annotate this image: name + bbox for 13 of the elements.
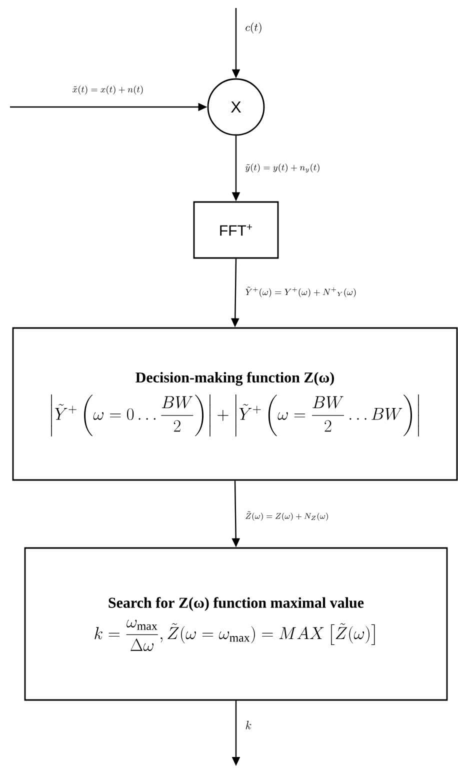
process-box: FFT$^{+}$: [193, 201, 279, 259]
edge-label: $\tilde{Z}(\omega)=Z(\omega)+N_{Z}(\omega)$: [246, 511, 328, 521]
process-box: [24, 547, 448, 701]
formula: $k=\frac{\omega_{\max}}{\Delta\omega},\tilde{Z}(\omega=\omega_{\max})=MAX\left[\tilde{Z}(\omega)\right]$: [94, 620, 375, 652]
edge-label: $k$: [246, 720, 252, 730]
edge-label: $\tilde{Y}^{+}(\omega)=Y^{+}(\omega)+N^{+}{}_{Y}(\omega)$: [246, 286, 356, 298]
process-box: [12, 327, 458, 481]
edge-label: $\tilde{x}(t)=x(t)+n(t)$: [72, 86, 143, 94]
edge-label: $c(t)$: [246, 22, 262, 34]
formula: $\left|\tilde{Y}^{+}\left(\omega=0\ldots\frac{BW}{2}\right)\right|+\left|\tilde{Y}^{+}\left(\omega=\frac{BW}{2}\ldots BW\right)\right|$: [51, 394, 419, 437]
box-heading: Decision-making function Z(ω): [136, 372, 334, 386]
edge-label: $\tilde{y}(t)=y(t)+n_{y}(t)$: [245, 164, 320, 172]
box-heading: Search for Z(ω) function maximal value: [108, 597, 364, 611]
